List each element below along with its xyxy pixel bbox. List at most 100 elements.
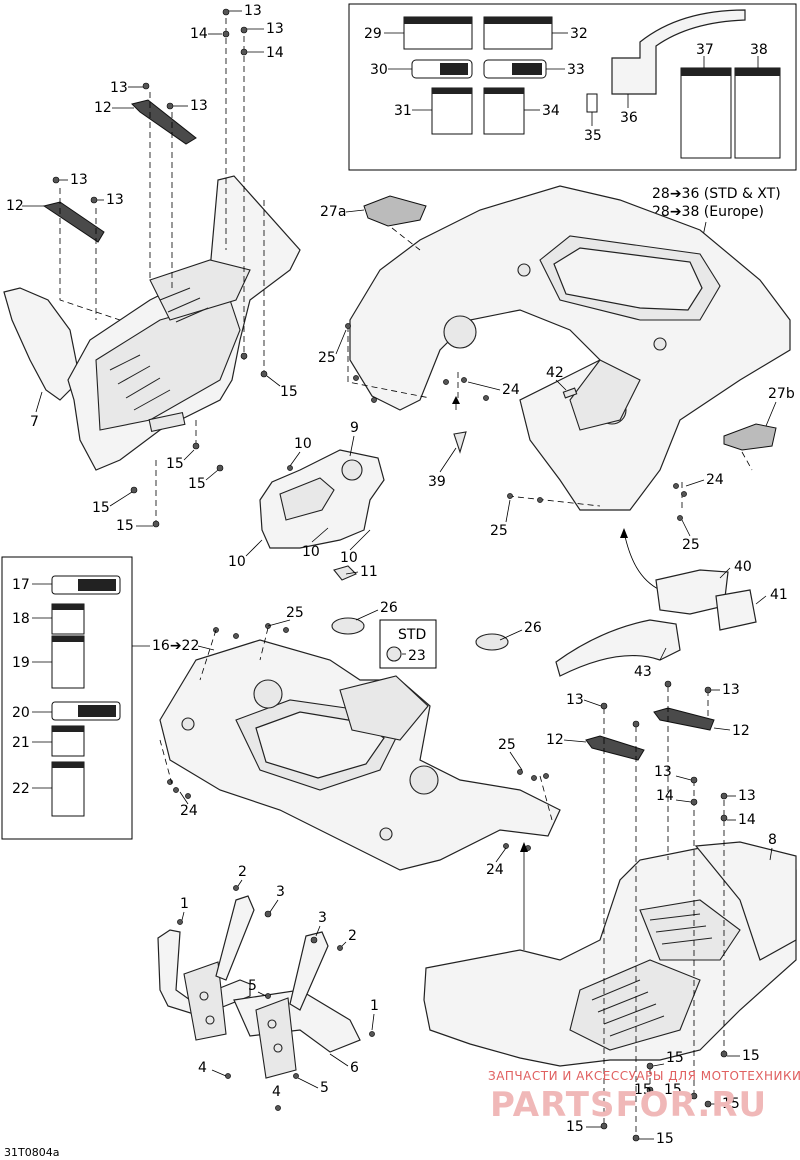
callout-24: 24 [486,862,504,878]
callout-11: 11 [360,564,378,580]
rear-panel-bolts [345,323,687,521]
callout-15: 15 [116,518,134,534]
bumper-callouts: 1 2 3 3 2 5 1 6 4 5 4 [180,864,379,1100]
callout-5: 5 [320,1080,329,1096]
callout-2: 2 [238,864,247,880]
bracket-9 [259,449,385,581]
callout-15: 15 [664,1082,682,1098]
callout-15: 15 [666,1050,684,1066]
callout-4: 4 [272,1084,281,1100]
callout-23: 23 [408,648,426,664]
callout-15: 15 [280,384,298,400]
callout-19: 19 [12,655,30,671]
callout-10: 10 [228,554,246,570]
std-box-title: STD [398,627,426,643]
left-bolts [52,8,268,528]
watermark-logo: PARTSFOR.RU [490,1085,767,1125]
callout-12: 12 [732,723,750,739]
callout-14: 14 [190,26,208,42]
callout-6: 6 [350,1060,359,1076]
callout-15: 15 [166,456,184,472]
left-mount-lines [59,18,265,522]
callout-13: 13 [654,764,672,780]
callout-1: 1 [180,896,189,912]
callout-12: 12 [6,198,24,214]
watermark: ЗАПЧАСТИ И АКСЕССУАРЫ ДЛЯ МОТОТЕХНИКИ PA… [488,1069,800,1125]
callout-22: 22 [12,781,30,797]
callout-13: 13 [244,3,262,19]
callout-12: 12 [546,732,564,748]
callout-24: 24 [180,803,198,819]
front-body-panel [159,617,561,871]
range-label-std-xt: 28➔36 (STD & XT) [652,186,781,202]
callout-14: 14 [738,812,756,828]
callout-10: 10 [294,436,312,452]
callout-24: 24 [502,382,520,398]
callout-14: 14 [656,788,674,804]
callout-29: 29 [364,26,382,42]
front-panel-callouts: 25 26 STD 23 26 24 25 24 [179,600,542,878]
callout-15: 15 [634,1082,652,1098]
callout-15: 15 [742,1048,760,1064]
callout-3: 3 [276,884,285,900]
callout-18: 18 [12,611,30,627]
callout-34: 34 [542,103,560,119]
callout-41: 41 [770,587,788,603]
callout-15: 15 [188,476,206,492]
callout-25: 25 [682,537,700,553]
callout-13: 13 [722,682,740,698]
callout-1: 1 [370,998,379,1014]
left-callouts: 13 14 13 14 13 13 12 13 13 12 7 15 15 15… [6,3,298,534]
callout-35: 35 [584,128,602,144]
callout-26: 26 [524,620,542,636]
diagram-code: 31T0804a [4,1146,59,1159]
callout-15: 15 [92,500,110,516]
right-bolts [600,680,728,1142]
callout-10: 10 [340,550,358,566]
callout-13: 13 [110,80,128,96]
callout-3: 3 [318,910,327,926]
callout-5: 5 [248,978,257,994]
callout-2: 2 [348,928,357,944]
callout-42: 42 [546,365,564,381]
rear-panel-mount-lines [347,227,753,591]
callout-37: 37 [696,42,714,58]
callout-36: 36 [620,110,638,126]
callout-32: 32 [570,26,588,42]
range-label-16-22: 16➔22 [152,638,199,654]
callout-25: 25 [286,605,304,621]
callout-10: 10 [302,544,320,560]
callout-15: 15 [656,1131,674,1147]
callout-12: 12 [94,100,112,116]
storage-parts: 40 41 43 [555,559,788,680]
callout-14: 14 [266,45,284,61]
callout-27a: 27a [320,204,346,220]
callout-13: 13 [566,692,584,708]
callout-21: 21 [12,735,30,751]
callout-4: 4 [198,1060,207,1076]
callout-9: 9 [350,420,359,436]
callout-20: 20 [12,705,30,721]
left-decal-box: 17 18 19 20 21 22 [1,556,133,840]
right-footwell-assembly [423,707,797,1067]
decal-kit-box: 29 30 31 32 33 34 35 36 37 38 [348,3,797,171]
callout-25: 25 [490,523,508,539]
callout-7: 7 [30,414,39,430]
rear-body-panel [349,185,791,511]
callout-26: 26 [380,600,398,616]
callout-33: 33 [567,62,585,78]
callout-39: 39 [428,474,446,490]
callout-15: 15 [566,1119,584,1135]
callout-8: 8 [768,832,777,848]
callout-27b: 27b [768,386,795,402]
callout-17: 17 [12,577,30,593]
right-callouts: 13 13 12 12 13 14 13 14 8 15 15 15 15 15… [546,682,777,1147]
callout-13: 13 [70,172,88,188]
left-footwell-assembly [3,99,301,471]
rear-panel-callouts: 27a 25 24 42 27b 39 24 25 25 [318,204,795,553]
callout-30: 30 [370,62,388,78]
front-panel-bolts [159,623,553,950]
callout-38: 38 [750,42,768,58]
callout-40: 40 [734,559,752,575]
